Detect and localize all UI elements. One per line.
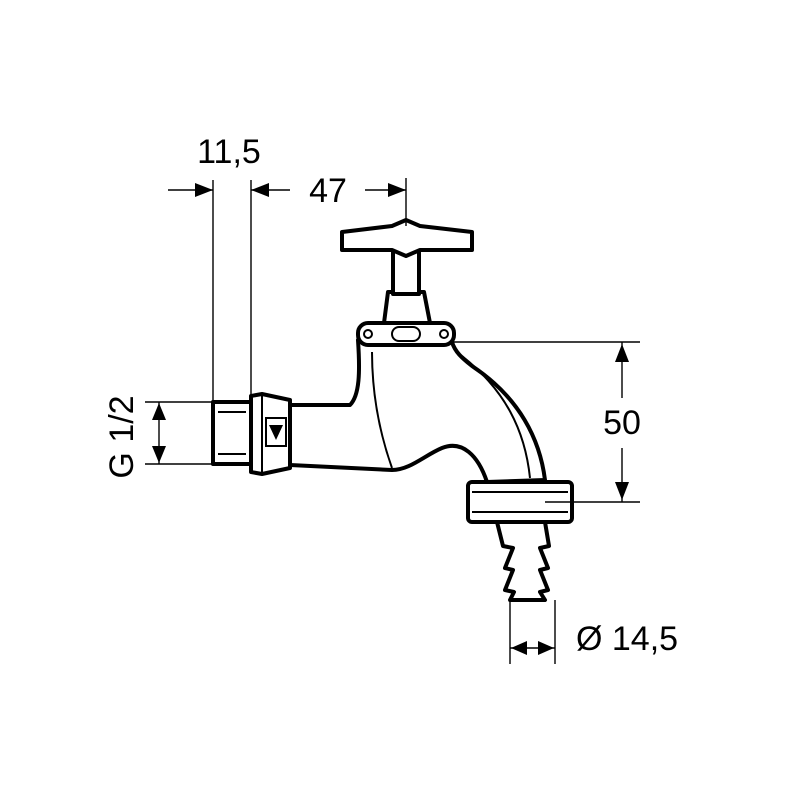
flow-window [265,417,287,447]
arrow-icon [152,403,166,420]
spout-contour-inner [461,355,531,479]
cross-handle [340,218,474,258]
dimension-label-height: 50 [603,404,641,442]
arrow-icon [615,344,629,362]
arrow-icon [388,183,406,197]
dimension-label-thread: G 1/2 [103,395,141,478]
arrow-icon [615,482,629,500]
arrow-icon [195,183,213,197]
dimension-projection: 47 [251,172,407,226]
arrow-icon [538,641,554,655]
hex-nut [249,392,292,476]
bonnet [382,290,432,325]
arrow-icon [152,446,166,463]
spout-contour [371,351,393,469]
collar-dot-left [363,329,373,339]
spout-body [288,338,547,484]
hose-barb [495,520,551,602]
dimension-thread: G 1/2 [103,395,213,479]
dimension-label-hose-diameter: Ø 14,5 [576,620,678,658]
dimension-label-projection: 47 [309,172,347,210]
arrow-icon [511,641,527,655]
faucet-body [211,218,574,602]
dimension-label-wall-offset: 11,5 [197,133,261,171]
collar-slot [391,326,421,342]
dimension-height: 50 [452,341,641,503]
collar-dot-right [439,329,449,339]
flow-arrow-icon [269,425,283,440]
dimension-hose-diameter: Ø 14,5 [509,600,678,664]
dimension-wall-offset: 11,5 [168,133,269,402]
